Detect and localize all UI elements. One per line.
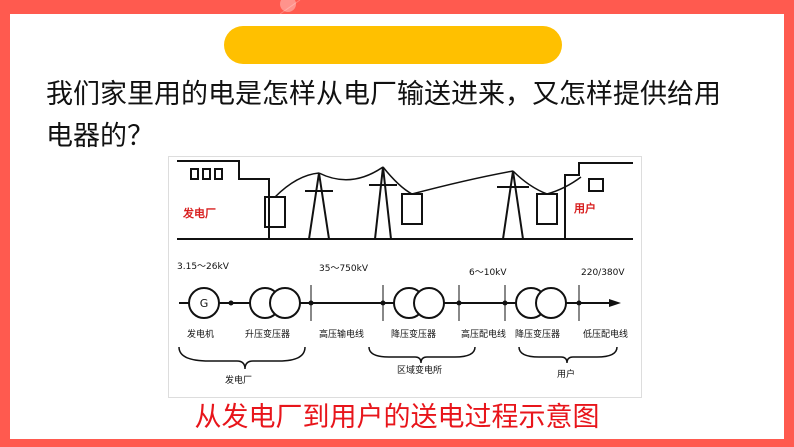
title-bar [224, 26, 562, 64]
component-label: 低压配电线 [583, 328, 628, 340]
voltage-label: 3.15～26kV [177, 262, 230, 272]
slide: 我们家里用的电是怎样从电厂输送进来，又怎样提供给用电器的？ 发电厂 [10, 14, 784, 439]
user-label: 用户 [574, 201, 596, 215]
arrow-icon [609, 299, 621, 307]
user-house-icon [564, 162, 633, 239]
group-label: 发电厂 [225, 374, 252, 386]
group-braces [178, 346, 618, 370]
group-label: 用户 [557, 368, 575, 380]
diagram-caption: 从发电厂到用户的送电过程示意图 [194, 402, 600, 433]
transmission-tower-icon [305, 166, 529, 240]
transformer-icon [264, 193, 558, 228]
left-frame [0, 0, 10, 447]
component-label: 发电机 [187, 328, 214, 340]
plant-label: 发电厂 [182, 206, 216, 220]
voltage-label: 6～10kV [469, 268, 507, 278]
component-label: 高压输电线 [319, 328, 364, 340]
right-frame [784, 0, 794, 447]
component-label: 高压配电线 [461, 328, 506, 340]
component-label: 降压变压器 [391, 328, 436, 340]
voltage-label: 220/380V [581, 268, 625, 278]
component-label: 升压变压器 [245, 328, 290, 340]
power-plant-building-icon [177, 160, 270, 239]
component-label: 降压变压器 [515, 328, 560, 340]
power-transmission-diagram: 发电厂 [168, 156, 642, 398]
question-text: 我们家里用的电是怎样从电厂输送进来，又怎样提供给用电器的？ [46, 79, 721, 152]
diagram-svg: 发电厂 [177, 160, 633, 386]
top-frame [0, 0, 794, 14]
generator-symbol: G [200, 297, 209, 310]
voltage-label: 35～750kV [319, 264, 369, 274]
generator-icon [188, 287, 220, 319]
wires [274, 166, 582, 198]
transformer-symbol-icon [249, 287, 567, 319]
separator-ticks [310, 285, 580, 321]
group-label: 区域变电所 [397, 364, 442, 376]
bottom-frame [0, 439, 794, 447]
